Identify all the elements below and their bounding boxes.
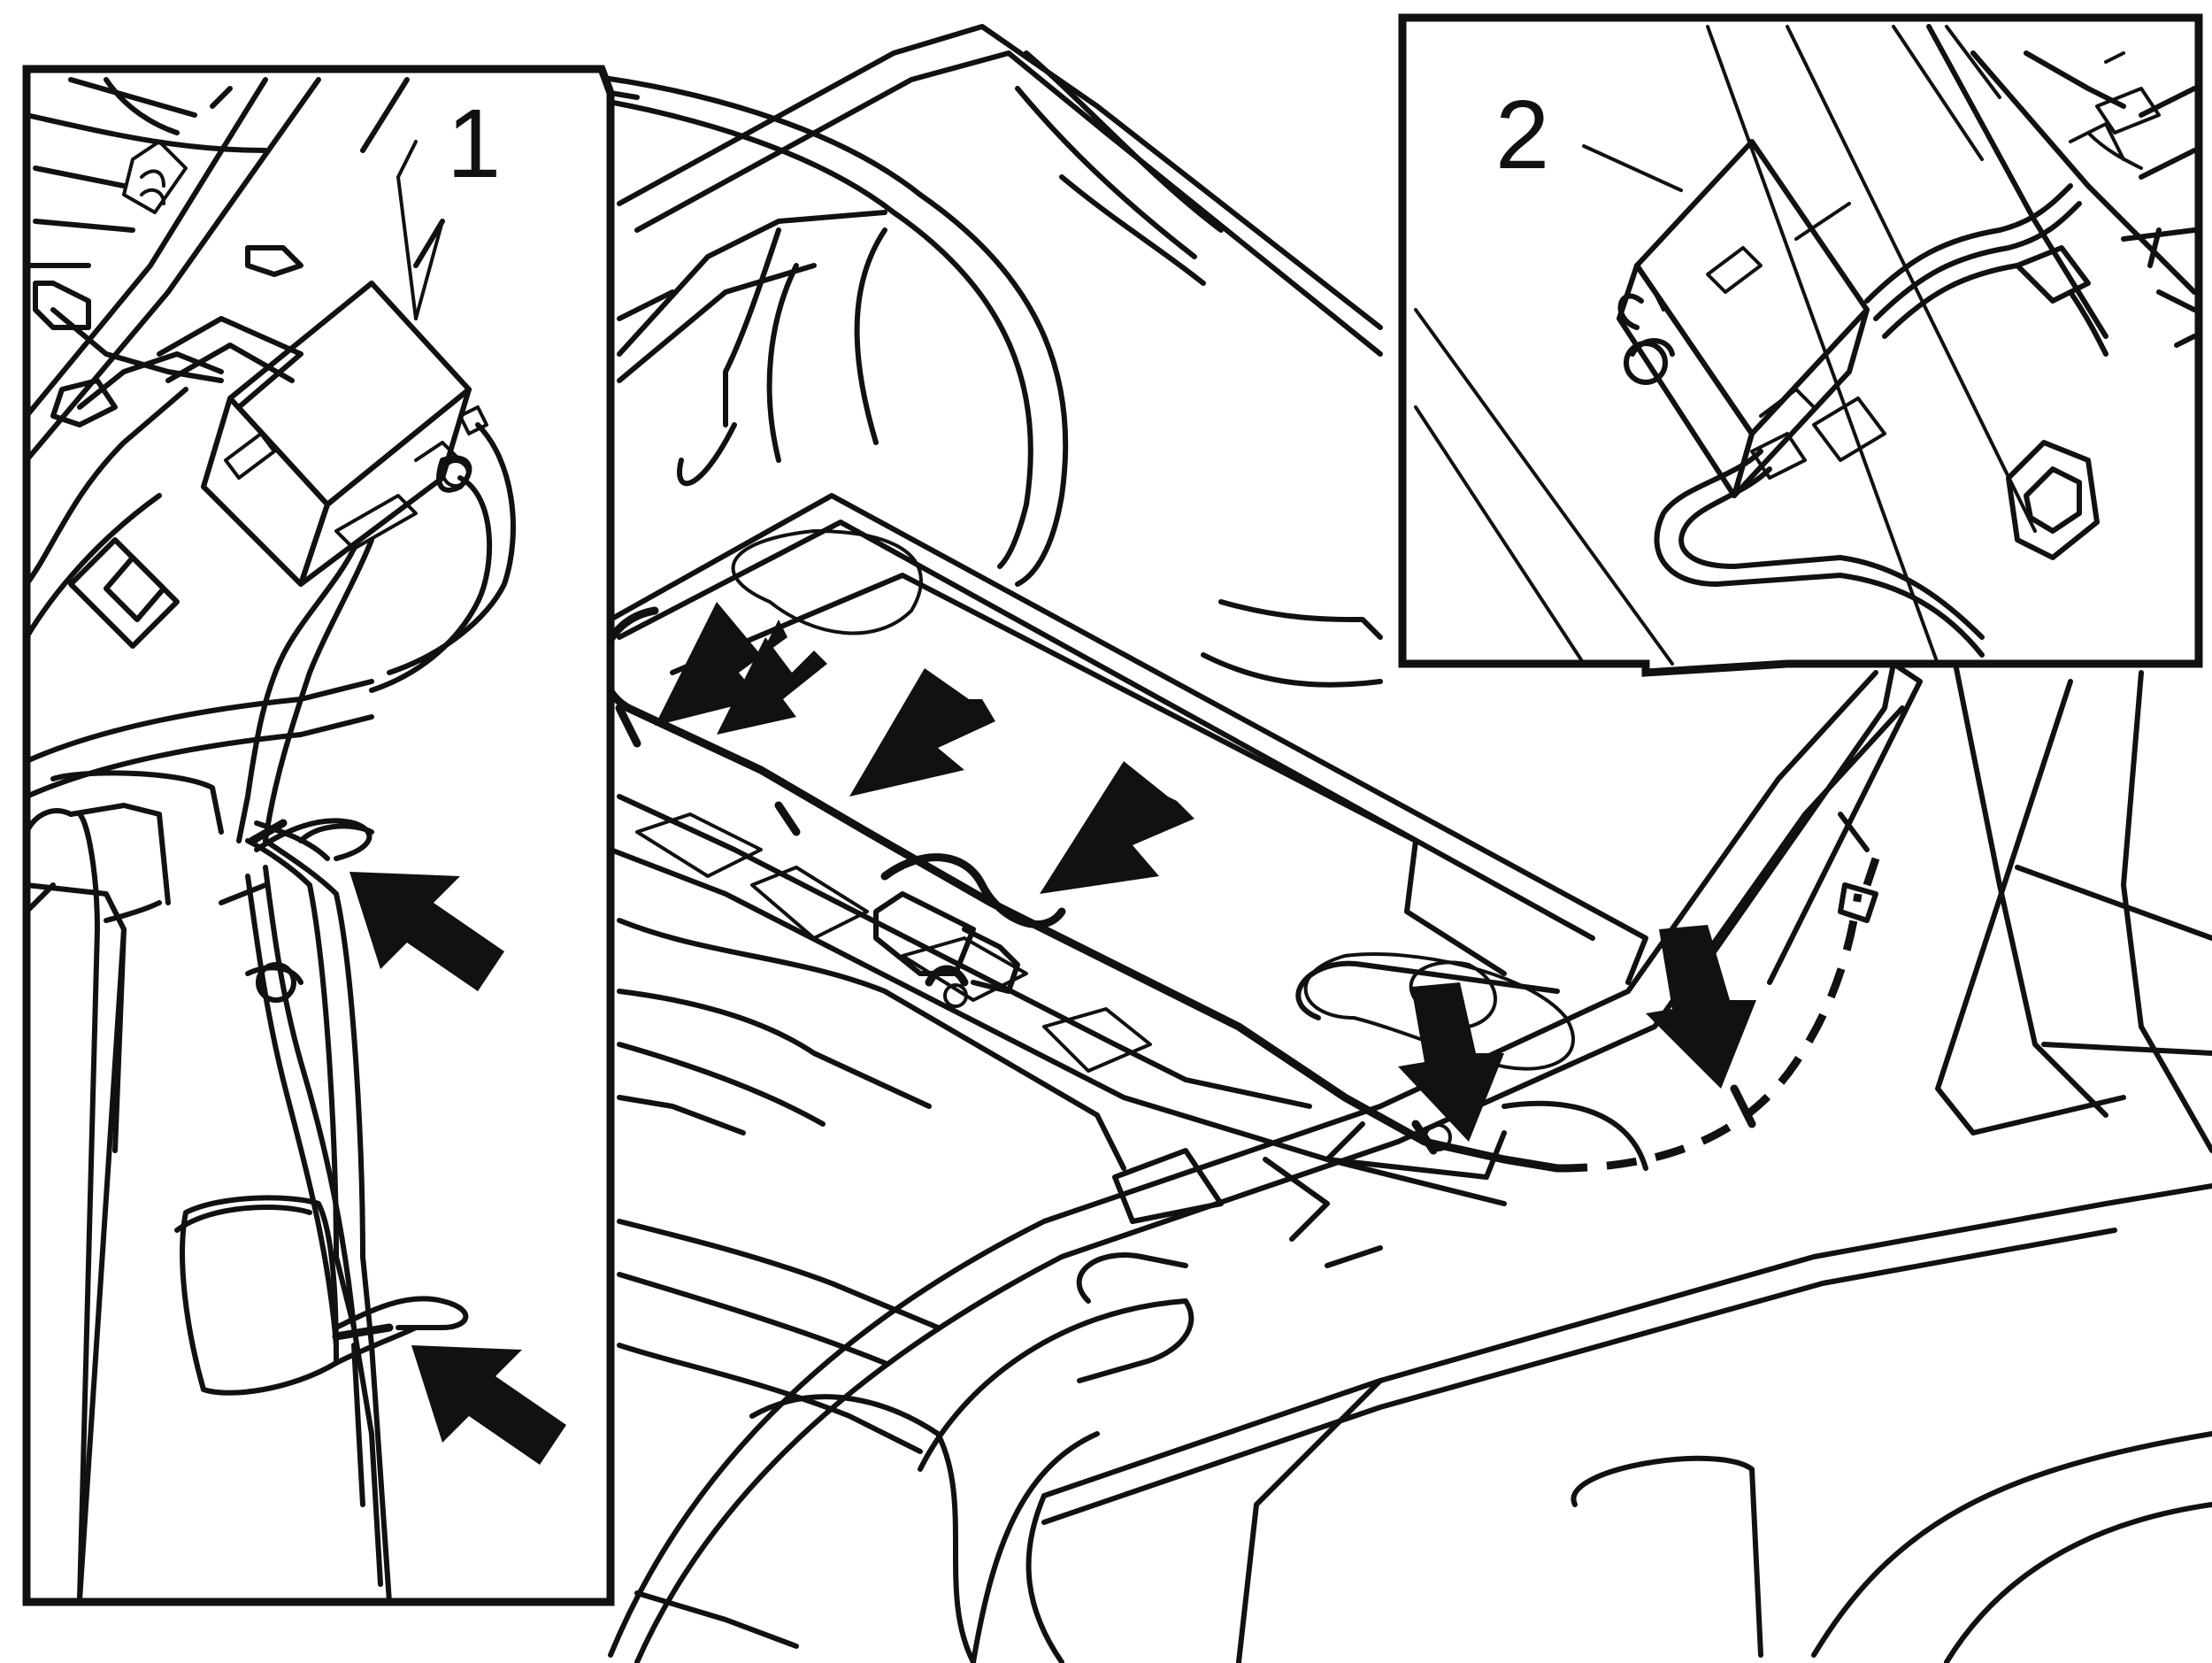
vehicle-body-lines [608,661,2212,1663]
module-1 [201,281,488,587]
inset-1-frame [22,65,615,1606]
inset-1-leader [608,90,640,100]
arrow-shelf-clip-3 [1398,982,1504,1142]
arrow-shelf-clip-4 [1646,925,1756,1089]
inset-2-frame [1398,13,2203,677]
main-scene [581,24,2212,1663]
upper-cable-loop [581,24,1383,688]
inset-1-content [24,77,516,1605]
arrow-shelf-clip-1 [849,668,995,797]
arrow-shelf-clip-2 [1040,761,1194,894]
shelf-module [873,891,1020,1008]
callout-2: 2 [1495,81,1683,192]
arrow-inset-1-lower-clip [411,1345,566,1465]
inset-1: 1 [22,65,640,1606]
arrow-inset-1-upper-clip [349,872,504,991]
arrow-left-cable-clip-2 [717,637,827,735]
dashed-cable-route [1424,812,1880,1173]
callout-1-label: 1 [447,89,501,198]
inset-2-content [1414,24,2197,666]
left-bracket-lines [617,210,887,487]
main-arrows [655,602,1756,1142]
callout-1: 1 [396,89,501,320]
callout-2-label: 2 [1495,81,1549,189]
inset-2: 2 [1398,13,2203,677]
